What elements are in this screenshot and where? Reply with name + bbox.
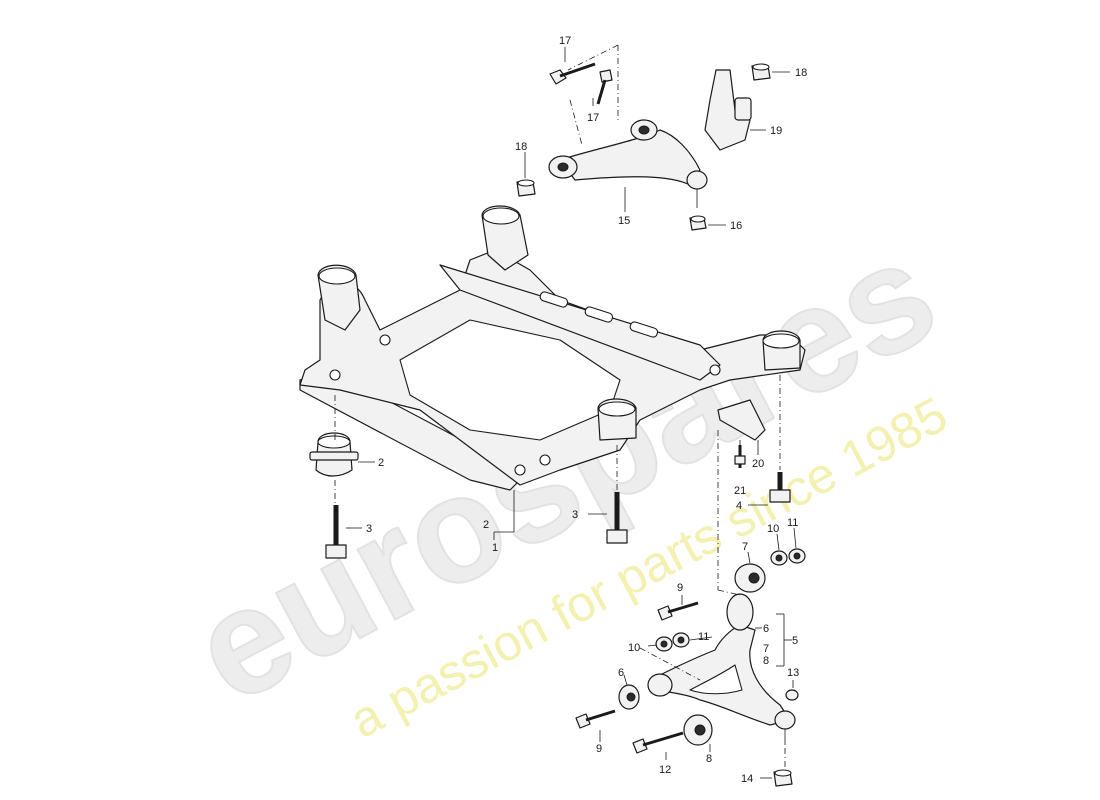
callout-17-top: 17	[559, 35, 571, 47]
callout-labels: 17 17 18 18 19 15 16 2 3 2 1 3 20 21 4 1…	[366, 35, 807, 785]
callout-15: 15	[618, 215, 630, 227]
callout-3-right: 3	[572, 509, 578, 521]
washer-10-left	[655, 636, 673, 652]
bushing-8	[683, 714, 713, 746]
bushing-6	[618, 684, 640, 710]
bushing-7	[734, 563, 766, 593]
bracket-20	[717, 399, 766, 441]
subframe-mount-2	[309, 432, 359, 477]
callout-6-right: 6	[763, 623, 769, 635]
watermark: eurospares a passion for parts since 198…	[167, 206, 962, 749]
upper-control-arm	[548, 119, 708, 208]
lower-control-arm	[647, 593, 796, 745]
callout-11-left: 11	[698, 631, 709, 643]
callout-10-left: 10	[628, 642, 640, 654]
nut-18-top	[751, 63, 771, 81]
callout-11-right: 11	[787, 517, 798, 529]
bolt-9-upper	[657, 601, 699, 621]
callout-10-right: 10	[767, 523, 779, 535]
nut-18-left	[516, 179, 536, 197]
nut-16	[689, 215, 707, 231]
callout-16: 16	[730, 220, 742, 232]
bolt-3-left	[325, 505, 347, 559]
nut-11-right	[788, 548, 806, 564]
callout-3-left: 3	[366, 523, 372, 535]
sensor-bracket	[704, 69, 752, 151]
callout-8-right: 8	[763, 655, 769, 667]
nut-14	[773, 769, 793, 787]
bolt-9-lower	[575, 709, 616, 729]
bolt-4	[769, 472, 791, 503]
callout-21: 21	[734, 485, 746, 497]
callout-2-left: 2	[378, 457, 384, 469]
nut-13	[785, 689, 799, 701]
nut-11-left	[672, 632, 690, 648]
callout-9-top: 9	[677, 582, 683, 594]
leader-lines	[334, 44, 797, 779]
callout-13: 13	[787, 667, 799, 679]
callout-18-right: 18	[795, 67, 807, 79]
callout-17-mid: 17	[587, 112, 599, 124]
callout-5: 5	[792, 635, 798, 647]
bolt-3-right	[606, 492, 628, 544]
callout-2-bottom: 2	[483, 519, 489, 531]
bolt-12	[632, 731, 684, 754]
callout-7-right: 7	[763, 643, 769, 655]
callout-19: 19	[770, 125, 782, 137]
callout-4: 4	[736, 500, 742, 512]
callout-12: 12	[659, 764, 671, 776]
washer-10-right	[770, 550, 788, 566]
callout-9-bottom: 9	[596, 743, 602, 755]
bolt-21	[734, 445, 746, 468]
callout-1: 1	[492, 542, 498, 554]
bolt-17-b	[596, 69, 613, 105]
subframe	[299, 205, 806, 491]
callout-8-bottom: 8	[706, 753, 712, 765]
callout-14: 14	[741, 773, 753, 785]
bolt-17-a	[549, 62, 596, 85]
callout-7-top: 7	[742, 541, 748, 553]
callout-6-left: 6	[618, 667, 624, 679]
callout-18-left: 18	[515, 141, 527, 153]
callout-20: 20	[752, 458, 764, 470]
